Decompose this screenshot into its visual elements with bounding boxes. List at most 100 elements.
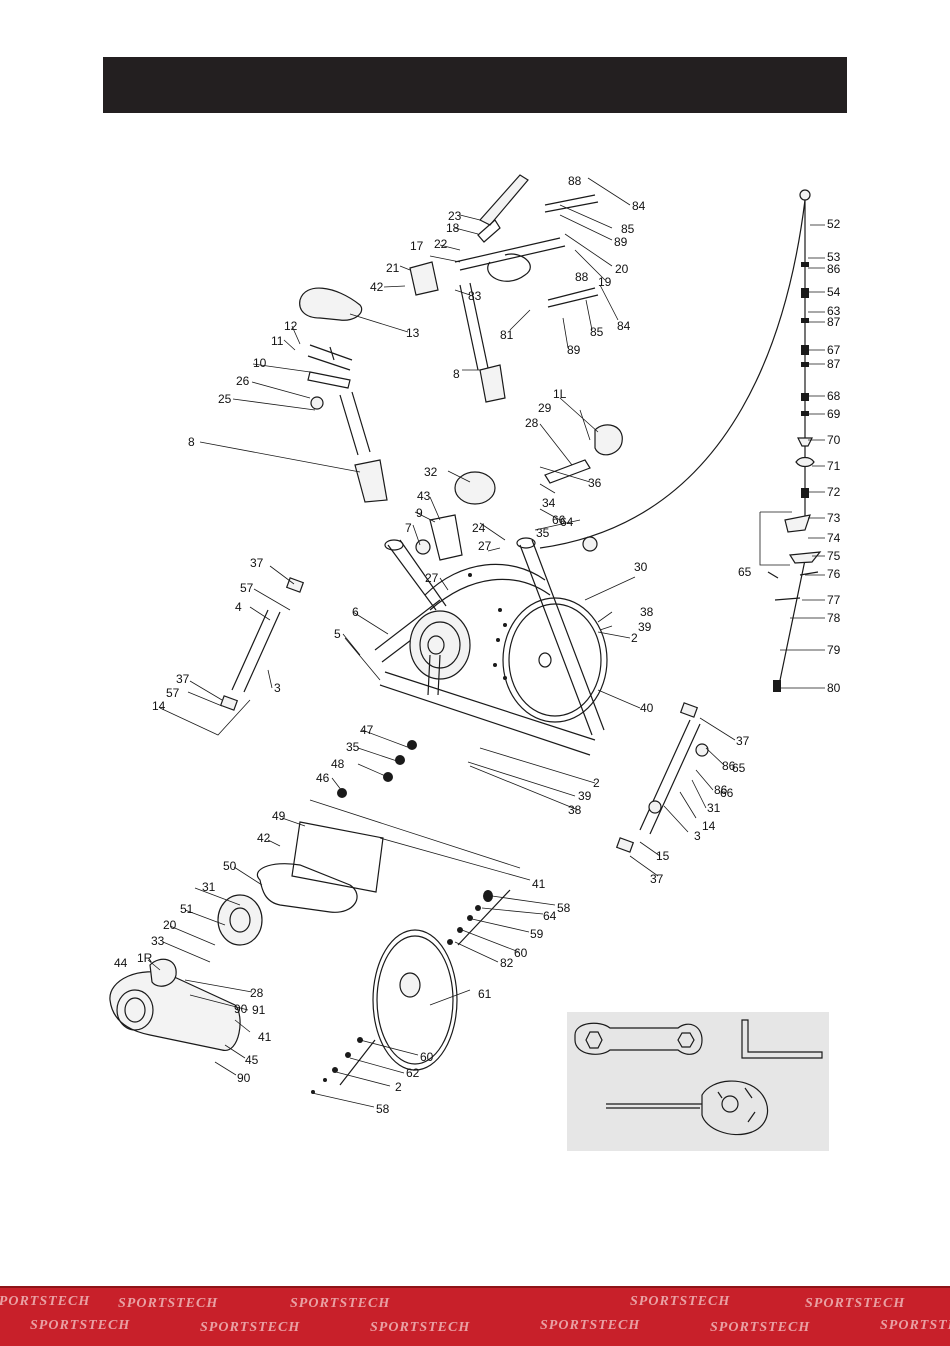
callout-label: 74 <box>827 531 841 545</box>
callout-label: 60 <box>420 1050 434 1064</box>
callout-label: 65 <box>738 565 752 579</box>
console-cable <box>539 189 822 692</box>
callout-label: 50 <box>223 859 237 873</box>
callout-label: 35 <box>346 740 360 754</box>
callout-label: 14 <box>152 699 166 713</box>
callout-label: 82 <box>500 956 514 970</box>
callout-label: 45 <box>245 1053 259 1067</box>
callout-label: 25 <box>218 392 232 406</box>
callout-label: 34 <box>542 496 556 510</box>
callout-label: 20 <box>615 262 629 276</box>
callout-label: 40 <box>640 701 654 715</box>
callout-label: 7 <box>405 521 412 535</box>
callout-label: 47 <box>360 723 374 737</box>
callout-label: 84 <box>632 199 646 213</box>
callout-label: 37 <box>736 734 750 748</box>
callout-label: 28 <box>250 986 264 1000</box>
brand-logo-text: SPORTSTECH <box>710 1320 811 1335</box>
callout-label: 73 <box>827 511 841 525</box>
callout-label: 22 <box>434 237 448 251</box>
callout-label: 90 <box>237 1071 251 1085</box>
callout-label: 9 <box>416 506 423 520</box>
brand-logo-text: SPORTSTECH <box>30 1318 131 1333</box>
callout-label: 41 <box>258 1030 272 1044</box>
callout-label: 60 <box>514 946 528 960</box>
callout-label: 79 <box>827 643 841 657</box>
callout-label: 48 <box>331 757 345 771</box>
callout-label: 3 <box>694 829 701 843</box>
callout-label: 11 <box>271 334 284 348</box>
callout-label: 68 <box>827 389 841 403</box>
callout-label: 80 <box>827 681 841 695</box>
callout-label: 61 <box>478 987 492 1001</box>
callout-label: 38 <box>568 803 582 817</box>
callout-label: 62 <box>406 1066 420 1080</box>
callout-label: 20 <box>163 918 177 932</box>
callout-label: 86 <box>722 759 736 773</box>
callout-label: 27 <box>478 539 492 553</box>
callout-label: 65 <box>732 761 746 775</box>
callout-label: 75 <box>827 549 841 563</box>
callout-label: 27 <box>425 571 439 585</box>
callout-label: 38 <box>640 605 654 619</box>
brand-logo-text: SPORTSTECH <box>805 1296 906 1311</box>
brand-logo-text: SPORTSTECH <box>370 1320 471 1335</box>
brand-logo-text: SPORTSTECH <box>880 1318 950 1333</box>
callout-label: 64 <box>543 909 557 923</box>
drive-cover <box>109 821 384 1051</box>
callout-label: 85 <box>590 325 604 339</box>
callout-label: 21 <box>386 261 400 275</box>
callout-label: 87 <box>827 357 841 371</box>
callout-label: 77 <box>827 593 841 607</box>
leader-lines <box>147 177 825 1108</box>
callout-label: 76 <box>827 567 841 581</box>
callout-label: 28 <box>525 416 539 430</box>
callout-label: 69 <box>827 407 841 421</box>
callout-label: 37 <box>176 672 190 686</box>
callout-label: 59 <box>530 927 544 941</box>
callout-label: 42 <box>370 280 384 294</box>
callout-label: 49 <box>272 809 286 823</box>
main-frame <box>374 537 608 756</box>
callout-label: 15 <box>656 849 670 863</box>
callout-label: 90 <box>234 1002 248 1016</box>
callout-label: 5 <box>334 627 341 641</box>
callout-label: 78 <box>827 611 841 625</box>
brand-logo-text: SPORTSTECH <box>200 1320 301 1335</box>
handlebar-assembly <box>409 174 599 403</box>
brand-logo-text: SPORTSTECH <box>290 1296 391 1311</box>
callout-label: 72 <box>827 485 841 499</box>
callout-label: 31 <box>707 801 721 815</box>
callout-label: 58 <box>557 901 571 915</box>
brand-logo-text: SPORTSTECH <box>540 1318 641 1333</box>
callout-label: 89 <box>614 235 628 249</box>
seat-assembly <box>299 287 388 503</box>
front-stabilizer <box>615 702 709 853</box>
callout-label: 88 <box>575 270 589 284</box>
callout-label: 44 <box>114 956 128 970</box>
callout-label: 10 <box>253 356 267 370</box>
callout-label: 6 <box>352 605 359 619</box>
callout-label: 43 <box>417 489 431 503</box>
callout-label: 33 <box>151 934 165 948</box>
callout-label: 17 <box>410 239 424 253</box>
brand-logo-text: SPORTSTECH <box>630 1294 731 1309</box>
callout-label: 87 <box>827 315 841 329</box>
callout-label: 83 <box>468 289 482 303</box>
callout-label: 52 <box>827 217 841 231</box>
callout-label: 89 <box>567 343 581 357</box>
callout-label: 3 <box>274 681 281 695</box>
callout-label: 86 <box>827 262 841 276</box>
brand-logo-text: SPORTSTECH <box>0 1294 91 1309</box>
callout-label: 12 <box>284 319 298 333</box>
callout-label: 14 <box>702 819 716 833</box>
callout-label: 41 <box>532 877 546 891</box>
callout-label: 91 <box>252 1003 266 1017</box>
callout-label: 42 <box>257 831 271 845</box>
callout-label: 64 <box>560 515 574 529</box>
callout-label: 67 <box>827 343 841 357</box>
callout-label: 86 <box>714 783 728 797</box>
rear-stabilizer <box>219 577 305 711</box>
callout-label: 24 <box>472 521 486 535</box>
callout-label: 37 <box>250 556 264 570</box>
